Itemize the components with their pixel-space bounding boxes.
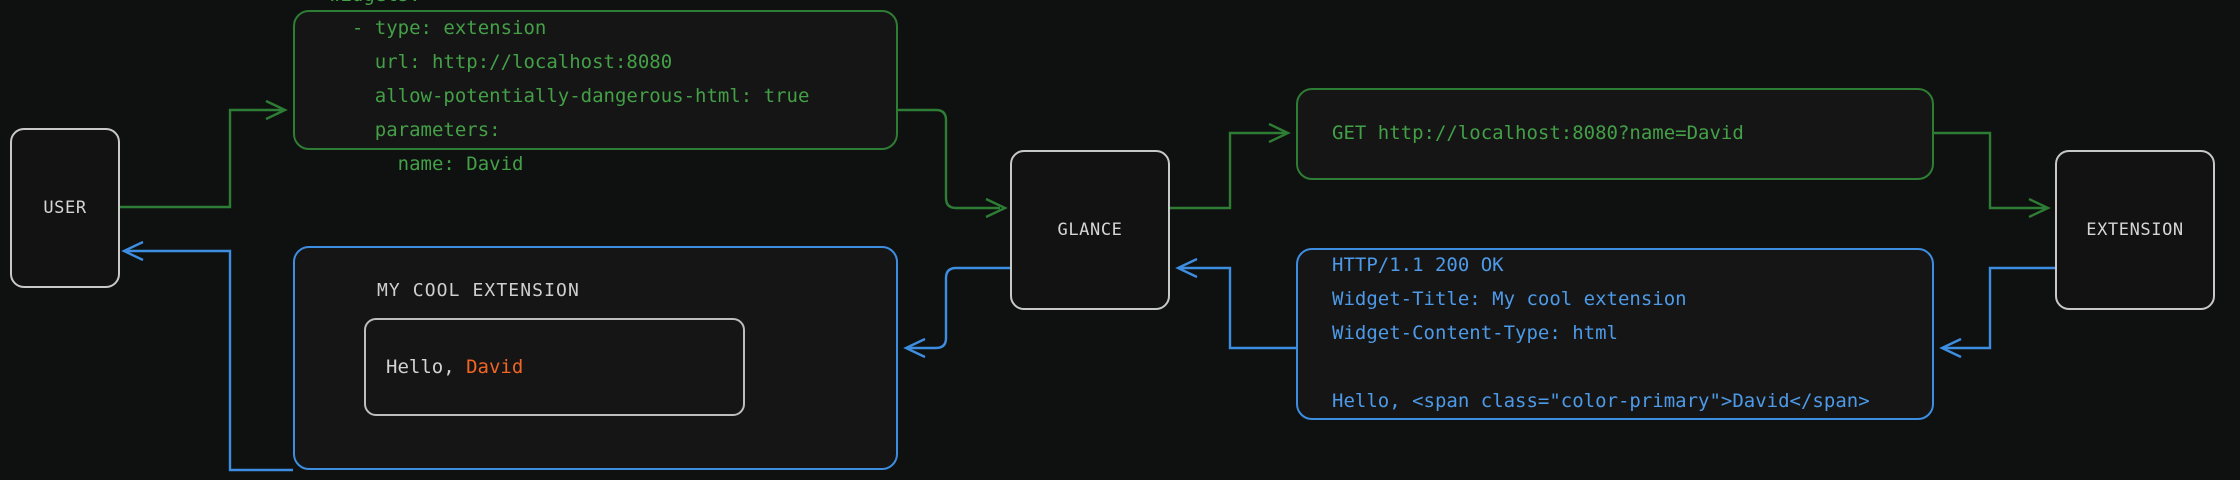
panel-rendered-widget: MY COOL EXTENSION Hello, David	[293, 246, 898, 470]
panel-http-request: GET http://localhost:8080?name=David	[1296, 88, 1934, 180]
edge-user-to-config	[120, 99, 288, 209]
edge-glance-to-request	[1170, 122, 1291, 210]
node-glance[interactable]: GLANCE	[1010, 150, 1170, 310]
node-user-label: USER	[43, 198, 87, 218]
node-extension[interactable]: EXTENSION	[2055, 150, 2215, 310]
node-glance-label: GLANCE	[1057, 220, 1123, 240]
node-user[interactable]: USER	[10, 128, 120, 288]
widget-greeting: Hello, David	[386, 356, 523, 378]
node-extension-label: EXTENSION	[2086, 220, 2184, 240]
widget-content-box: Hello, David	[364, 318, 745, 416]
widget-title: MY COOL EXTENSION	[377, 280, 580, 301]
edge-glance-to-widget	[903, 266, 1010, 359]
widget-greeting-prefix: Hello,	[386, 356, 467, 378]
http-response-code: HTTP/1.1 200 OK Widget-Title: My cool ex…	[1332, 254, 1870, 412]
edge-config-to-glance	[898, 108, 1008, 219]
panel-yaml-config: widgets: - type: extension url: http://l…	[293, 0, 898, 175]
yaml-config-code: widgets: - type: extension url: http://l…	[329, 0, 810, 175]
panel-http-response: HTTP/1.1 200 OK Widget-Title: My cool ex…	[1296, 248, 1934, 420]
widget-greeting-name: David	[466, 356, 524, 378]
edge-widget-to-user	[121, 240, 293, 472]
edge-response-to-glance	[1175, 257, 1296, 350]
http-request-code: GET http://localhost:8080?name=David	[1332, 122, 1744, 145]
edge-request-to-extension	[1934, 131, 2051, 219]
edge-extension-to-response	[1939, 266, 2055, 359]
